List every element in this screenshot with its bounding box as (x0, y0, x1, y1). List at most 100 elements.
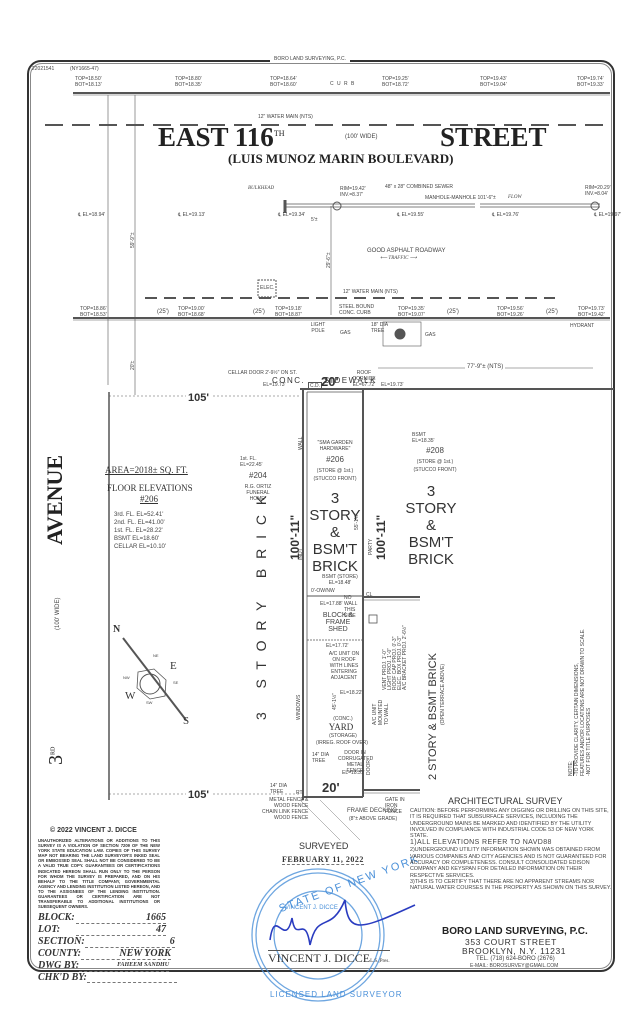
wall-label: WALL (298, 436, 304, 450)
roof-cornice-label: ROOF CORNICE (352, 370, 376, 382)
compass-se: SE (173, 680, 179, 685)
gas-label: GAS (425, 332, 436, 338)
job-ref: (NY1665-47) (70, 66, 99, 72)
rear-bldg-note: (OPEN TERRACE ABOVE) (440, 663, 446, 725)
floor-elev-title: FLOOR ELEVATIONS (107, 483, 193, 493)
sidewalk-label: CONC. SIDEWALK (272, 376, 377, 385)
bldg208-el: BSMT EL=18.35' (412, 432, 435, 444)
yard-label-1: (CONC.) (333, 716, 353, 722)
street-alt-name: (LUIS MUNOZ MARIN BOULEVARD) (228, 151, 454, 166)
rim-2: RIM=20.29'INV.=8.04' (585, 185, 611, 197)
seal-inner: VINCENT J. DICCE (285, 905, 338, 911)
job-number: 22021541 (32, 66, 55, 72)
hydrant-distance: 77'-9"± (NTS) (465, 364, 506, 371)
water-main-label-2: 12" WATER MAIN (NTS) (343, 289, 398, 295)
rim-1: RIM=19.42'INV.=8.37' (340, 186, 366, 198)
shed-no-wall: NO WALL THIS SIDE (344, 595, 358, 619)
decking-note: (8"± ABOVE GRADE) (349, 816, 398, 822)
lot-depth-bottom: 105' (186, 789, 211, 801)
bldg206-number: #206 (326, 455, 344, 464)
avenue-width: (100' WIDE) (55, 597, 61, 630)
tree-label: 18" DIA TREE (371, 322, 388, 334)
frontage-dim: (25') (447, 309, 459, 315)
bldg206-use: (STORE @ 1st.) (316, 468, 354, 474)
yard-label-3: (STORAGE) (329, 733, 357, 739)
firm-city: BROOKLYN, N.Y. 11231 (462, 946, 567, 956)
curb-type: STEEL BOUND CONC. CURB (339, 304, 375, 316)
bldg206-depth: 55'-1⅛" (354, 513, 360, 530)
bldg206-bsmt: BSMT (STORE) EL=18.48' (322, 574, 358, 586)
centerline-el: ℄ EL=18.94' (78, 212, 106, 218)
firm-email: E-MAIL: BOROSURVEY@GMAIL.COM (470, 963, 559, 969)
sewer-offset: 5'± (311, 217, 318, 223)
centerline-el: ℄ EL=19.13' (178, 212, 206, 218)
shed-label: BLOCK & FRAME SHED (322, 612, 354, 633)
gas-label: GAS (340, 330, 351, 336)
street-name: EAST 116TH (158, 122, 285, 152)
flow-label: FLOW (508, 195, 522, 200)
curb-elev: TOP=19.43'BOT=19.04' (480, 76, 507, 88)
bldg204-number: #204 (249, 471, 267, 480)
curb-elev: TOP=18.64'BOT=18.60' (270, 76, 297, 88)
frontage-width: 20' (321, 374, 339, 389)
cl-label: CL (366, 592, 373, 598)
rear-tree: 14" DIA TREE (270, 783, 287, 795)
compass-rose-icon (122, 637, 187, 721)
centerline-el: ℄ EL=19.55' (397, 212, 425, 218)
sewer-label: 48" x 28" COMBINED SEWER (385, 184, 454, 190)
bldg204-el: 1st. FL. EL=22.45' (240, 456, 263, 468)
signer-name: VINCENT J. DICCEL.S.,Pres. (268, 950, 390, 965)
area-label: AREA=2018± SQ. FT. (105, 465, 188, 475)
sewer-offset-dim: 29'-6"± (326, 252, 332, 268)
yard-el-2: EL=18.22' (340, 690, 363, 696)
curb-elev: TOP=19.74'BOT=19.33' (577, 76, 604, 88)
copyright-text: UNAUTHORIZED ALTERATIONS OR ADDITIONS TO… (38, 838, 160, 910)
bldg208-number: #208 (426, 446, 444, 455)
curb-elev: TOP=18.50'BOT=18.13' (75, 76, 102, 88)
rear-bldg-type: 2 STORY & BSMT BRICK (427, 653, 439, 780)
avenue-ordinal: 3RD (45, 746, 67, 765)
street-suffix: STREET (440, 122, 547, 152)
front-el-right: EL=19.73' (381, 382, 404, 388)
yard-tree: 14" DIA TREE (312, 752, 329, 764)
notes-block: CAUTION: BEFORE PERFORMING ANY DIGGING O… (410, 808, 612, 892)
firm-street: 353 COURT STREET (465, 937, 557, 947)
firm-banner: BORO LAND SURVEYING, P.C. (270, 56, 351, 62)
yard-label: YARD (328, 722, 354, 732)
shed-el: EL=17.88' (320, 601, 343, 607)
yard-door: DOOR IN CORRUGATED METAL FENCE (338, 750, 374, 774)
curb-label: C U R B (330, 81, 356, 87)
signature-icon (269, 899, 416, 946)
door-label: DOOR (366, 760, 372, 775)
bldg208-front: (STUCCO FRONT) (413, 467, 457, 473)
traffic-label: ⟵ TRAFFIC ⟶ (380, 256, 417, 261)
curb-elev: TOP=19.56'BOT=19.26' (497, 306, 524, 318)
floor-elev-number: #206 (140, 494, 158, 504)
curb-elev: TOP=19.18'BOT=18.87' (275, 306, 302, 318)
street-width: (100' WIDE) (345, 134, 378, 140)
frontage-dim: (25') (157, 309, 169, 315)
curb-elev: TOP=19.25'BOT=18.72' (382, 76, 409, 88)
compass-sw: SW (146, 700, 153, 705)
lot-side-dim-2: 100'-11" (374, 514, 388, 560)
bldg204-tenant: R.G. ORTIZ FUNERAL HOME" (244, 484, 272, 502)
firm-tel: TEL. (718) 624-BORO (2676) (476, 956, 555, 962)
centerline-el: ℄ EL=19.34' (278, 212, 306, 218)
gate-label: GATE IN IRON FENCE (385, 797, 405, 815)
yard-el-1: EL=17.72' (326, 643, 349, 649)
ac-note: A/C UNIT ON ON ROOF WITH LINES ENTERING … (328, 651, 360, 681)
bulkhead-label: BULKHEAD (248, 186, 275, 191)
yard-el-3: EL=18.31' (342, 770, 365, 776)
front-el-left: EL=19.73' (263, 382, 286, 388)
side-note: NOTE: -TO PROVIDE CLARITY, CERTAIN DIMEN… (568, 628, 592, 776)
curb-elev: TOP=19.35'BOT=19.07' (398, 306, 425, 318)
seal-ring-bottom: LICENSED LAND SURVEYOR (270, 990, 403, 999)
lot-depth-top: 105' (186, 392, 211, 404)
firm-name: BORO LAND SURVEYING, P.C. (442, 926, 588, 937)
rear-width: 20' (322, 780, 340, 795)
surveyed-label: SURVEYED (299, 841, 349, 851)
centerline-el: ℄ EL=19.97' (594, 212, 622, 218)
arch-title: ARCHITECTURAL SURVEY (448, 796, 563, 806)
